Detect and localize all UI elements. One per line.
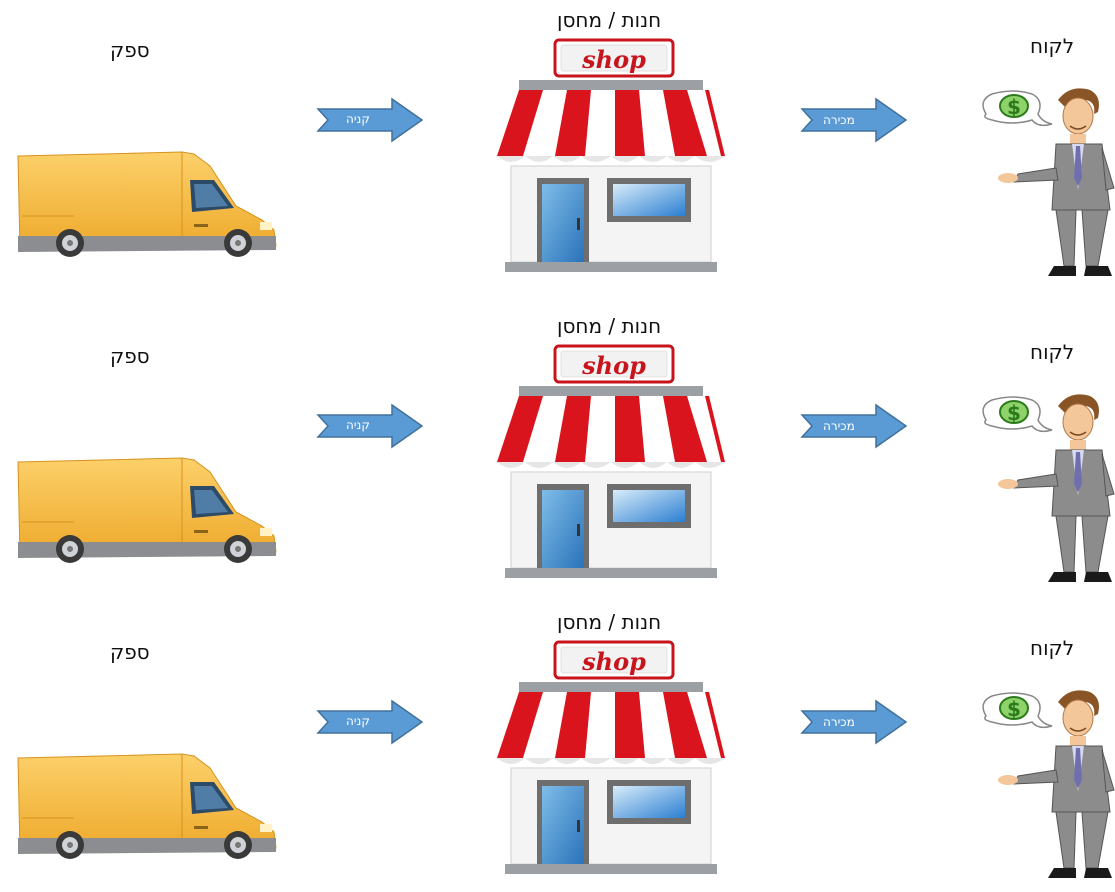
customer-person-icon: $ [982, 394, 1115, 582]
sell-arrow-icon [800, 403, 908, 449]
customer-label: לקוח [1030, 340, 1075, 364]
shop-building-icon: shop [497, 640, 725, 874]
money-sign-icon: $ [1007, 697, 1021, 721]
sell-arrow-label: מכירה [823, 113, 855, 127]
sell-arrow-label: מכירה [823, 715, 855, 729]
buy-arrow-icon [316, 97, 424, 143]
customer-person-icon: $ [982, 690, 1115, 878]
money-sign-icon: $ [1007, 95, 1021, 119]
customer-label: לקוח [1030, 636, 1075, 660]
customer-person-icon: $ [982, 88, 1115, 276]
customer-label: לקוח [1030, 34, 1075, 58]
buy-arrow-icon [316, 699, 424, 745]
shop-label: חנות / מחסן [557, 314, 662, 338]
flow-row-2: ספק חנות / מחסן לקוח קניה מכירה [0, 306, 1115, 596]
shop-building-icon: shop [497, 344, 725, 578]
delivery-truck-icon [17, 457, 277, 563]
supplier-label: ספק [110, 38, 150, 62]
shop-sign-text: shop [581, 351, 646, 380]
supplier-label: ספק [110, 640, 150, 664]
sell-arrow-icon [800, 97, 908, 143]
shop-sign-text: shop [581, 45, 646, 74]
delivery-truck-icon [17, 151, 277, 257]
buy-arrow-icon [316, 403, 424, 449]
delivery-truck-icon [17, 753, 277, 859]
money-sign-icon: $ [1007, 401, 1021, 425]
buy-arrow-label: קניה [346, 418, 370, 432]
sell-arrow-icon [800, 699, 908, 745]
shop-sign-text: shop [581, 647, 646, 676]
sell-arrow-label: מכירה [823, 419, 855, 433]
supplier-label: ספק [110, 344, 150, 368]
flow-row-1: ספק חנות / מחסן לקוח קניה מכירה [0, 0, 1115, 290]
shop-building-icon: shop [497, 38, 725, 272]
shop-label: חנות / מחסן [557, 610, 662, 634]
buy-arrow-label: קניה [346, 112, 370, 126]
buy-arrow-label: קניה [346, 714, 370, 728]
shop-label: חנות / מחסן [557, 8, 662, 32]
flow-row-3: ספק חנות / מחסן לקוח קניה מכירה [0, 602, 1115, 892]
